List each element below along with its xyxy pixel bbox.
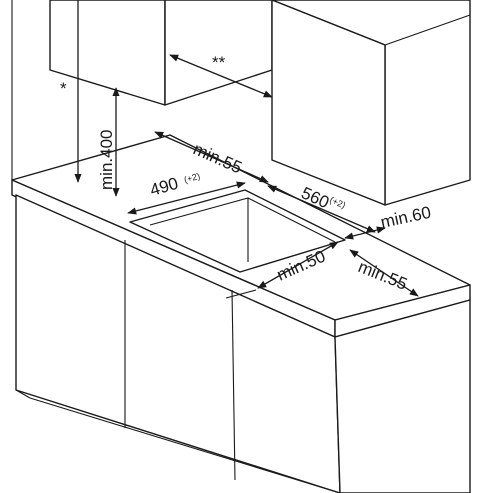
cutout-depth-tolerance: (+2)	[328, 195, 347, 211]
side-clearance-label: min.60	[379, 203, 433, 232]
dimension-lines	[74, 0, 419, 299]
left-wall-cabinet	[49, 0, 273, 106]
cutout-width-tolerance: (+2)	[183, 171, 201, 185]
cabinet-depth-marker: **	[212, 53, 226, 72]
base-cabinets	[15, 194, 471, 493]
height-above-worktop-label: min.400	[97, 130, 116, 190]
wall-clearance-marker: *	[60, 79, 67, 98]
right-wall-cabinet	[271, 0, 471, 206]
